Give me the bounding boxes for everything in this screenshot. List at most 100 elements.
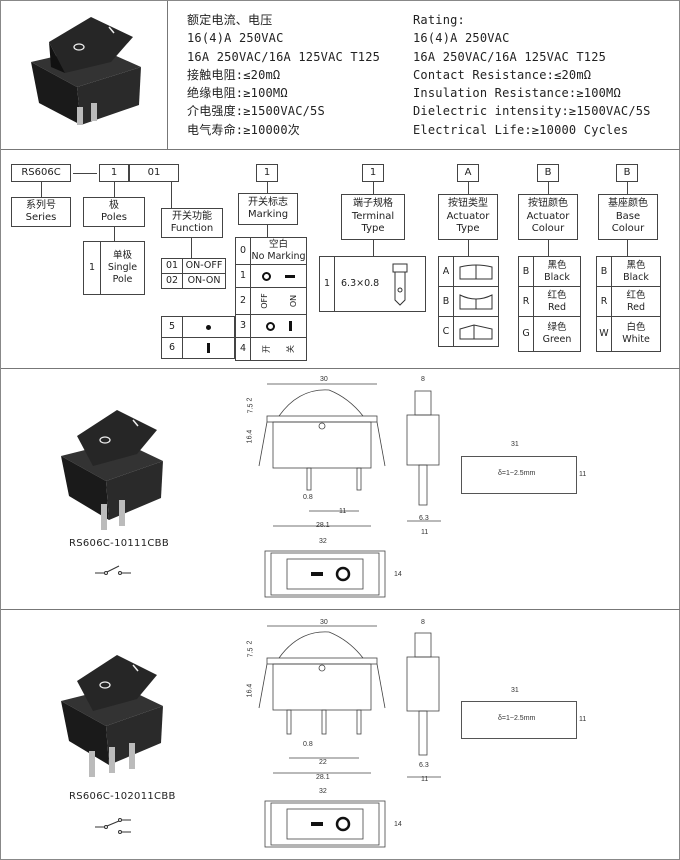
model-2-caption: RS606C-102011CBB <box>69 791 176 802</box>
spec-english: Rating: 16(4)A 250VAC 16A 250VAC/16A 125… <box>413 11 651 139</box>
function-extra-text: 5 <box>168 321 176 333</box>
code-terminal-box: 1 <box>362 164 384 182</box>
terminal-label-en2: Type <box>361 223 385 235</box>
spec-cn-line: 绝缘电阻:≥100MΩ <box>187 86 288 101</box>
marking-code: 0 <box>235 237 251 265</box>
bar-icon <box>207 343 210 353</box>
poles-code: 1 <box>88 262 96 274</box>
dim-cut-w: 31 <box>511 441 519 448</box>
marking-desc-en: No Marking <box>251 251 306 262</box>
terminal-size: 6.3×0.8 <box>341 278 380 290</box>
series-label: 系列号 Series <box>11 197 71 227</box>
code-series: RS606C <box>21 166 61 178</box>
marking-code-text: 4 <box>239 343 247 355</box>
actuator-type-code-text: C <box>442 325 450 337</box>
actuator-colour-code: R <box>518 286 534 317</box>
spec-cn-line: 接触电阻:≤20mΩ <box>187 67 281 82</box>
base-colour-code-text: B <box>600 265 608 277</box>
code-actuator-colour: B <box>544 166 552 178</box>
code-marking-box: 1 <box>256 164 278 182</box>
marking-on-text: ON <box>289 294 299 308</box>
series-label-en: Series <box>25 212 57 223</box>
bottom-view-drawing-2 <box>264 800 386 848</box>
dim-side-base: 11 <box>421 776 429 783</box>
poles-desc-en2: Pole <box>112 273 133 285</box>
base-colour-code: R <box>596 286 612 317</box>
terminal-label-en: Terminal <box>351 210 395 222</box>
dim-h2: 7.5 <box>247 403 255 414</box>
dim-side-top: 8 <box>421 619 425 626</box>
marking-open-text: 开 <box>261 345 271 353</box>
marking-code-text: 2 <box>239 295 247 307</box>
code-function: 01 <box>147 166 161 178</box>
base-colour-label-en2: Colour <box>611 223 645 235</box>
code-series-box: RS606C <box>11 164 71 182</box>
marking-off-text: OFF <box>259 293 269 309</box>
dim-bottom-h: 14 <box>394 821 402 828</box>
actuator-curved-icon <box>459 293 493 309</box>
panel-cutout-2 <box>461 701 577 739</box>
code-function-box: 01 <box>129 164 179 182</box>
colour-cn: 黑色 <box>626 259 646 271</box>
function-name: ON-ON <box>182 273 226 289</box>
dim-width-top: 30 <box>320 619 328 626</box>
spec-en-line: Contact Resistance:≤20mΩ <box>413 67 592 82</box>
function-code: 01 <box>161 258 183 274</box>
terminal-code: 1 <box>319 256 335 312</box>
colour-cn: 红色 <box>626 289 646 301</box>
code-actuator-type-box: A <box>457 164 479 182</box>
circle-icon <box>262 271 271 281</box>
dim-cut-h: 11 <box>579 471 587 478</box>
actuator-type-code-text: B <box>442 295 450 307</box>
function-code-text: 01 <box>165 260 179 272</box>
poles-desc-cn: 单极 <box>112 250 132 262</box>
actuator-type-shape <box>453 256 499 287</box>
function-name: ON-OFF <box>182 258 226 274</box>
base-colour-code-text: R <box>600 295 608 307</box>
marking-label-cn: 开关标志 <box>248 196 288 208</box>
colour-cn: 白色 <box>626 322 646 334</box>
actuator-type-code: C <box>438 316 454 347</box>
spec-en-line: Insulation Resistance:≥100MΩ <box>413 86 621 101</box>
actuator-type-code-text: A <box>442 265 450 277</box>
actuator-type-shape <box>453 286 499 317</box>
marking-symbol <box>250 264 307 288</box>
dim-bottom-h: 14 <box>394 571 402 578</box>
actuator-colour-label-en2: Colour <box>531 223 565 235</box>
dim-side-w: 6.3 <box>419 515 429 522</box>
function-label: 开关功能 Function <box>161 208 223 238</box>
dim-bottom-w: 32 <box>319 788 327 795</box>
actuator-type-label-cn: 按钮类型 <box>448 198 488 210</box>
function-code: 02 <box>161 273 183 289</box>
dim-pitch: 11 <box>339 508 347 515</box>
contact-symbol-onoff <box>95 565 131 575</box>
colour-cn: 黑色 <box>547 259 567 271</box>
function-extra-symbol <box>182 316 235 338</box>
code-poles: 1 <box>110 166 118 178</box>
colour-en: Green <box>542 334 572 345</box>
spec-cn-line: 16A 250VAC/16A 125VAC T125 <box>187 49 381 64</box>
spec-cn-line: 16(4)A 250VAC <box>187 31 284 46</box>
code-actuator-type: A <box>464 166 472 178</box>
marking-desc: 空白 No Marking <box>250 237 307 265</box>
base-colour-label: 基座颜色 Base Colour <box>598 194 658 240</box>
dim-bottom-w: 32 <box>319 538 327 545</box>
marking-code-text: 1 <box>239 270 247 282</box>
poles-label-en: Poles <box>101 212 127 223</box>
base-colour-label-en: Base <box>615 210 641 222</box>
function-name-text: ON-OFF <box>185 260 223 272</box>
panel-cutout-1 <box>461 456 577 494</box>
colour-en: Red <box>547 301 567 313</box>
marking-symbol: OFF ON <box>250 287 307 315</box>
marking-code-text: 0 <box>239 245 247 257</box>
actuator-colour-label-cn: 按钮颜色 <box>528 198 568 210</box>
dim-cut-w: 31 <box>511 687 519 694</box>
front-view-drawing-2 <box>258 625 386 774</box>
marking-symbol: 开 关 <box>250 337 307 361</box>
model-1-caption: RS606C-10111CBB <box>69 538 169 549</box>
dim-cut-h: 11 <box>579 716 587 723</box>
series-label-cn: 系列号 <box>26 199 56 211</box>
marking-close-text: 关 <box>285 345 295 353</box>
